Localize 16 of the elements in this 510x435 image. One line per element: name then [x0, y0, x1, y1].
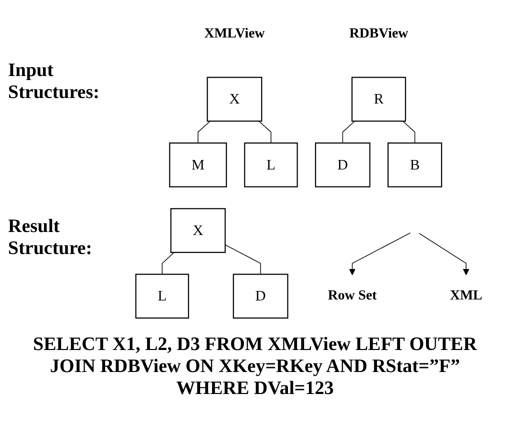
node-box: X [206, 76, 262, 122]
node-box: D [232, 273, 288, 318]
node-box: L [135, 273, 190, 318]
node-box: X [170, 208, 226, 253]
node-text: Row Set [328, 288, 377, 303]
node-box: L [244, 142, 298, 187]
node-label: RDBView [349, 26, 408, 41]
node-label: XMLView [204, 26, 265, 41]
node-box: D [315, 142, 370, 187]
section-label: Result Structure: [8, 216, 94, 260]
node-box: B [388, 142, 442, 187]
node-box: M [169, 142, 227, 187]
section-label: Input Structures: [8, 60, 100, 104]
node-box: R [351, 76, 406, 122]
node-text: XML [450, 288, 482, 303]
query-text: SELECT X1, L2, D3 FROM XMLView LEFT OUTER JOIN RDBView ON XKey=RKey AND RStat=”F” WHERE DVal=123 [32, 334, 478, 400]
